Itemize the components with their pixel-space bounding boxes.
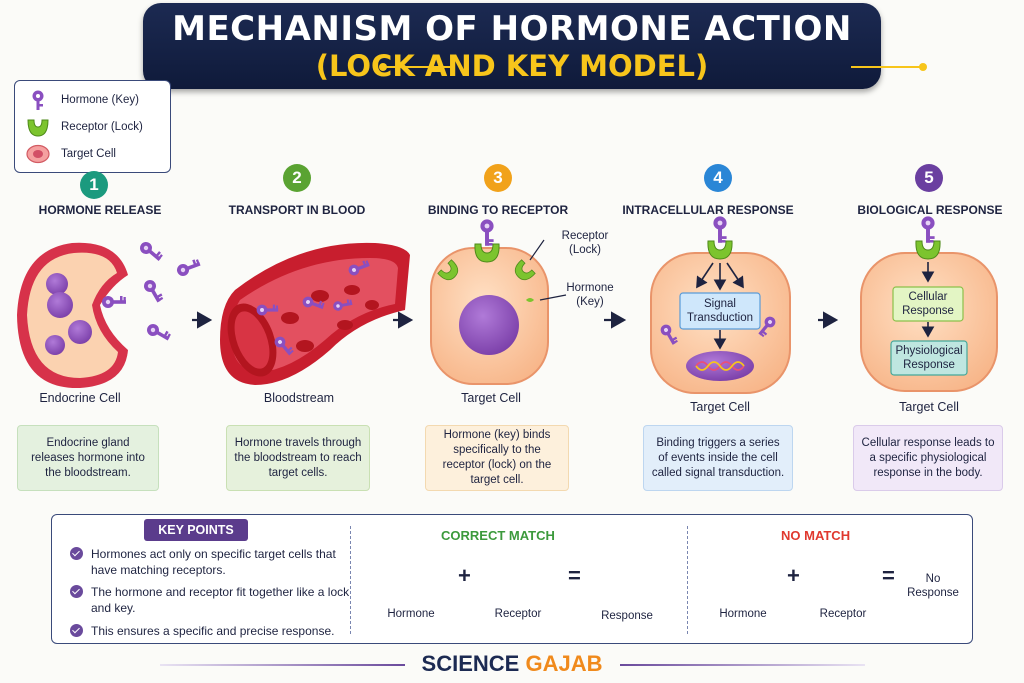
step-5-title: BIOLOGICAL RESPONSE [857, 203, 1003, 217]
hormone-annotation: Hormone (Key) [566, 282, 614, 308]
step-3-number: 3 [484, 164, 512, 192]
step-1-number: 1 [80, 171, 108, 199]
correct-plus: + [458, 563, 471, 588]
no-match-receptor-label: Receptor [819, 608, 867, 620]
correct-response-label: Response [601, 610, 653, 622]
title-rule-left [379, 63, 455, 71]
no-match-equals: = [882, 563, 895, 588]
step-5-number: 5 [915, 164, 943, 192]
key-points-title: KEY POINTS [144, 519, 248, 541]
receptor-annotation: Receptor (Lock) [561, 230, 609, 256]
legend-item-hormone: Hormone (Key) [25, 89, 139, 111]
check-icon [70, 547, 83, 560]
step-2-number: 2 [283, 164, 311, 192]
key-point-1: Hormones act only on specific target cel… [70, 546, 360, 578]
divider-right [687, 526, 688, 634]
correct-match-title: CORRECT MATCH [441, 528, 555, 543]
page-title: MECHANISM OF HORMONE ACTION [172, 9, 852, 49]
receptor-icon [27, 119, 49, 137]
key-icon [32, 90, 44, 110]
page-subtitle: (LOCK AND KEY MODEL) [315, 49, 709, 83]
step-2-description: Hormone travels through the bloodstream … [226, 425, 370, 491]
step-4-caption: Target Cell [690, 400, 750, 414]
step-3-description: Hormone (key) binds specifically to the … [425, 425, 569, 491]
no-match-plus: + [787, 563, 800, 588]
key-point-2: The hormone and receptor fit together li… [70, 584, 360, 616]
released-hormones [102, 239, 202, 345]
step-1-title: HORMONE RELEASE [38, 203, 162, 217]
key-point-3: This ensures a specific and precise resp… [70, 623, 360, 639]
legend-item-cell: Target Cell [25, 143, 116, 165]
correct-receptor-label: Receptor [494, 608, 542, 620]
step-4-number: 4 [704, 164, 732, 192]
divider-left [350, 526, 351, 634]
footer-line-right [620, 664, 865, 666]
legend-label: Receptor (Lock) [61, 121, 143, 133]
target-cell-binding [430, 219, 567, 385]
target-cell-intracellular [650, 216, 791, 394]
physiological-response-box: Physiological Response [895, 345, 963, 371]
no-response-label: No Response [907, 573, 959, 599]
title-banner: MECHANISM OF HORMONE ACTION (LOCK AND KE… [143, 3, 927, 89]
no-match-title: NO MATCH [781, 528, 851, 543]
step-5-description: Cellular response leads to a specific ph… [853, 425, 1003, 491]
brand-gajab: GAJAB [525, 651, 603, 676]
step-3-caption: Target Cell [461, 391, 521, 405]
check-icon [70, 624, 83, 637]
step-2-caption: Bloodstream [263, 391, 335, 405]
cell-icon [26, 144, 50, 164]
legend-label: Hormone (Key) [61, 94, 139, 106]
title-rule-right [851, 63, 927, 71]
step-4-description: Binding triggers a series of events insi… [643, 425, 793, 491]
correct-equals: = [568, 563, 581, 588]
correct-hormone-label: Hormone [387, 608, 435, 620]
signal-transduction-box: Signal Transduction [686, 298, 754, 324]
step-5-caption: Target Cell [899, 400, 959, 414]
footer-line-left [160, 664, 405, 666]
step-1-caption: Endocrine Cell [39, 391, 121, 405]
endocrine-cell [17, 242, 128, 389]
cellular-response-box: Cellular Response [902, 291, 954, 317]
legend-label: Target Cell [61, 148, 116, 160]
brand-science: SCIENCE [421, 651, 520, 676]
step-1-description: Endocrine gland releases hormone into th… [17, 425, 159, 491]
check-icon [70, 585, 83, 598]
step-2-title: TRANSPORT IN BLOOD [228, 203, 366, 217]
step-4-title: INTRACELLULAR RESPONSE [622, 203, 794, 217]
target-cell-response [860, 216, 998, 392]
step-3-title: BINDING TO RECEPTOR [427, 203, 569, 217]
blood-vessel [220, 242, 410, 385]
no-match-hormone-label: Hormone [719, 608, 767, 620]
brand-logo: SCIENCE GAJAB [400, 651, 624, 677]
legend: Hormone (Key) Receptor (Lock) Target Cel… [14, 80, 171, 173]
legend-item-receptor: Receptor (Lock) [25, 116, 143, 138]
